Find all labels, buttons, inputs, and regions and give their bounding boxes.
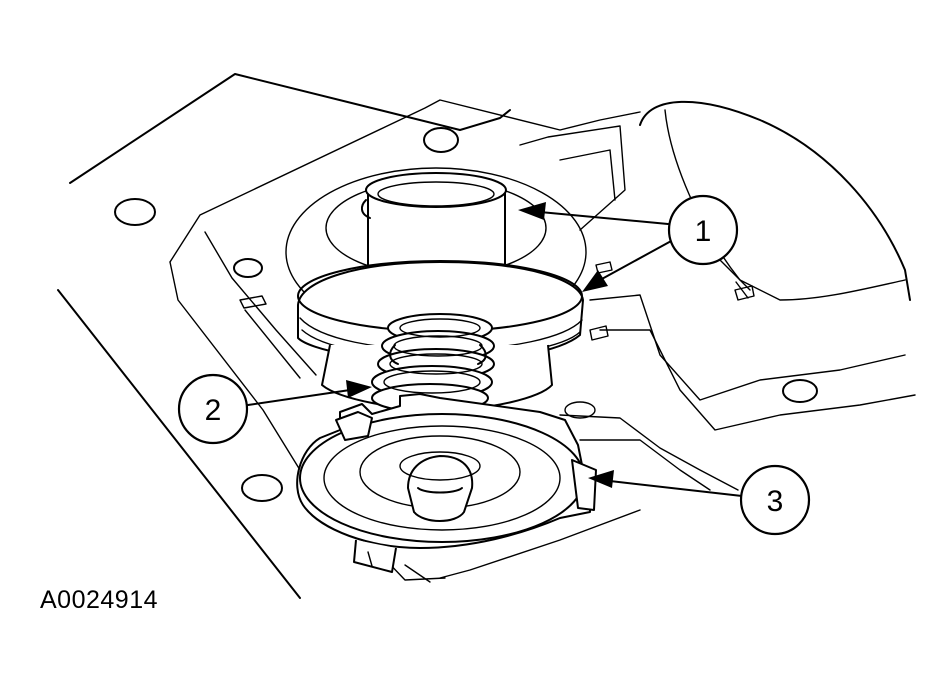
bolt-hole [782, 379, 818, 403]
arrowhead [518, 202, 546, 220]
engine-housing [57, 73, 916, 599]
bolt-hole [423, 127, 459, 153]
callout-1: 1 [667, 194, 739, 266]
arrowhead [588, 470, 614, 488]
figure-id: A0024914 [40, 586, 159, 614]
callout-2: 2 [177, 373, 249, 445]
retainer-clip [296, 393, 597, 573]
bolt-hole [233, 258, 263, 278]
bolt-hole [564, 401, 596, 419]
callout-3: 3 [739, 464, 811, 536]
svg-text:2: 2 [205, 394, 222, 427]
bolt-hole [241, 474, 283, 502]
arrowhead [346, 380, 372, 398]
svg-text:3: 3 [767, 485, 784, 518]
arrowhead [582, 270, 608, 292]
bolt-hole [114, 198, 156, 226]
leader-lines [247, 202, 743, 497]
thermostat [296, 172, 597, 573]
svg-text:1: 1 [695, 215, 712, 248]
